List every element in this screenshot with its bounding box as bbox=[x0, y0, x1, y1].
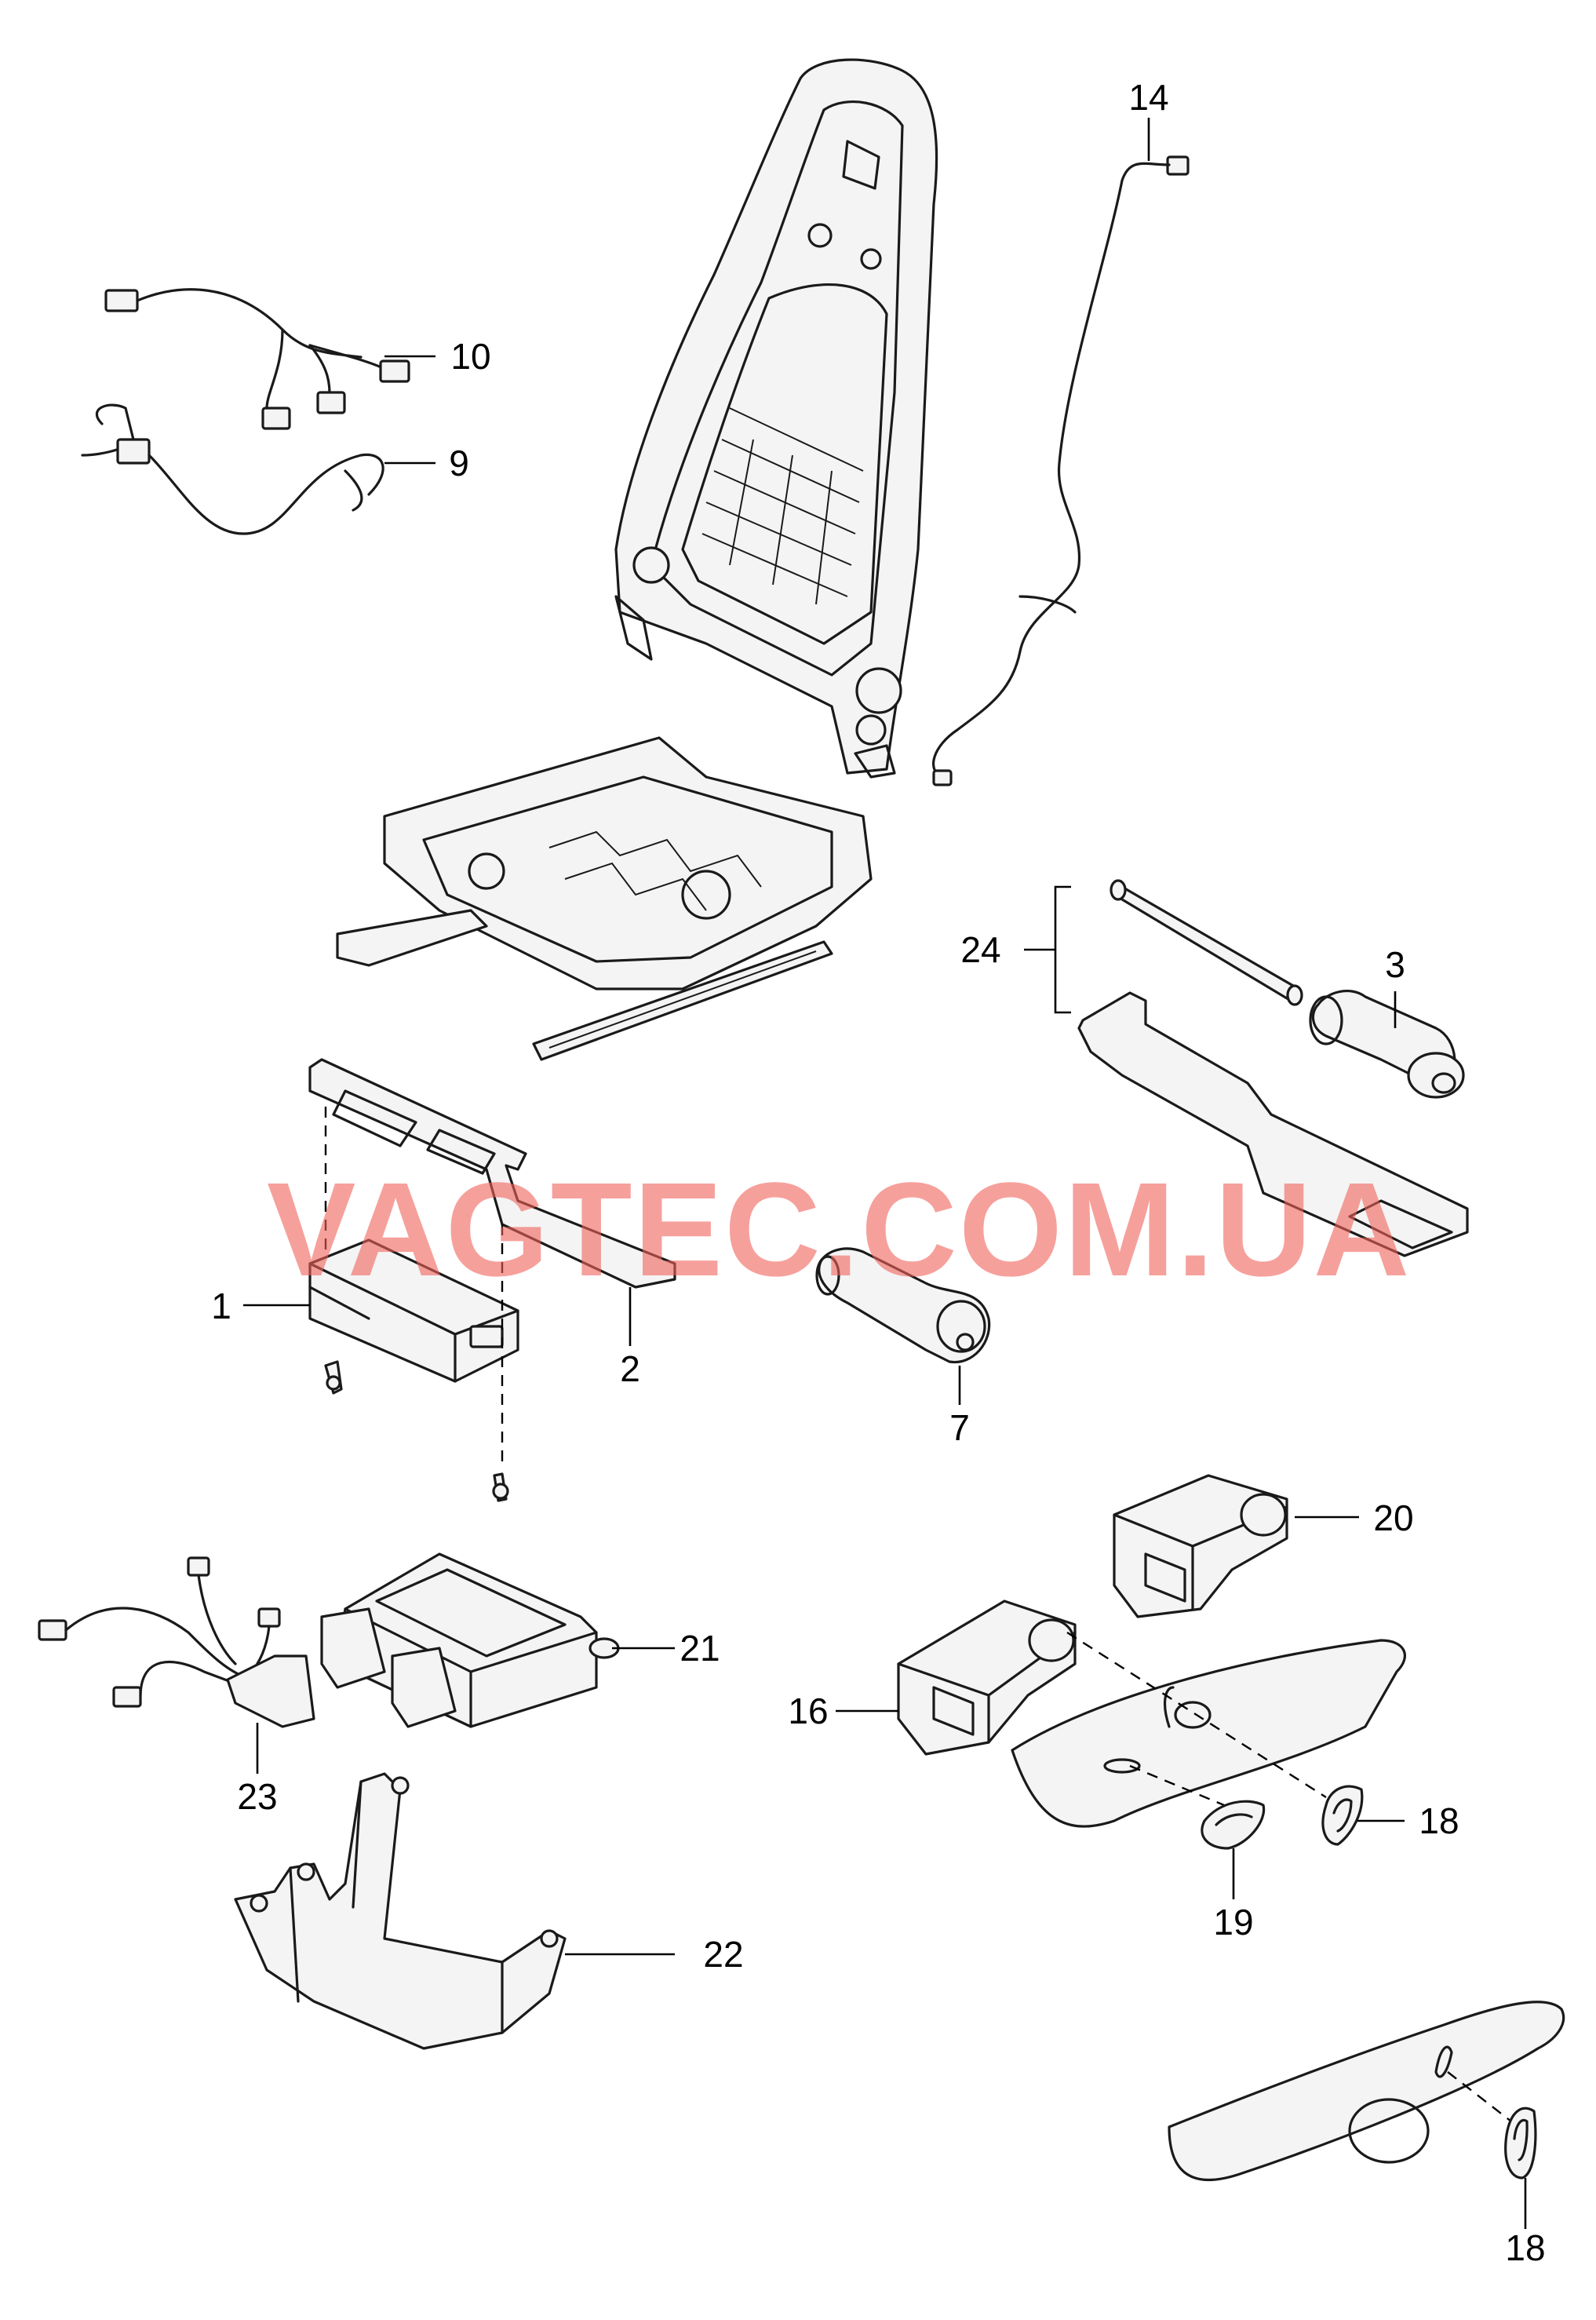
callout-22: 22 bbox=[703, 1934, 743, 1975]
watermark-text: VAGTEC.COM.UA bbox=[267, 1155, 1411, 1304]
callout-7: 7 bbox=[949, 1407, 970, 1448]
side-trim-panel-upper bbox=[1011, 1631, 1406, 1828]
side-trim-panel-lower bbox=[1168, 2001, 1565, 2182]
callout-18-upper: 18 bbox=[1419, 1800, 1459, 1841]
switch-16 bbox=[897, 1600, 1077, 1756]
seat-backrest-frame bbox=[614, 58, 938, 779]
callout-9: 9 bbox=[449, 443, 469, 483]
bezel-19 bbox=[1201, 1800, 1266, 1850]
wiring-harness-14 bbox=[932, 155, 1190, 786]
callout-19: 19 bbox=[1213, 1902, 1253, 1942]
callout-1: 1 bbox=[211, 1286, 231, 1326]
callout-3: 3 bbox=[1385, 944, 1405, 985]
motor-3 bbox=[1309, 989, 1465, 1099]
callout-16: 16 bbox=[788, 1691, 828, 1731]
shaft-and-bracket-24 bbox=[1077, 879, 1469, 1257]
callout-14: 14 bbox=[1128, 77, 1168, 118]
bezel-18-lower bbox=[1504, 2107, 1537, 2180]
bracket-22 bbox=[234, 1772, 567, 2050]
switch-20 bbox=[1113, 1474, 1288, 1618]
motor-7 bbox=[815, 1247, 991, 1364]
wiring-harness-10 bbox=[104, 288, 410, 430]
callout-21: 21 bbox=[680, 1628, 720, 1669]
wiring-harness-9 bbox=[81, 403, 384, 535]
control-unit-21 bbox=[320, 1552, 620, 1728]
callout-20: 20 bbox=[1373, 1497, 1413, 1538]
callout-10: 10 bbox=[450, 336, 490, 377]
callout-18-lower: 18 bbox=[1505, 2227, 1545, 2268]
bracket-2 bbox=[308, 1058, 676, 1289]
callout-24: 24 bbox=[960, 929, 1000, 970]
seat-cushion-frame bbox=[336, 736, 873, 1061]
callout-2: 2 bbox=[620, 1348, 640, 1389]
control-unit-1 bbox=[308, 1107, 519, 1502]
callout-23: 23 bbox=[237, 1776, 277, 1817]
leader-lines bbox=[243, 118, 1527, 2229]
bezel-18-upper bbox=[1321, 1785, 1364, 1846]
wiring-harness-23 bbox=[38, 1556, 315, 1728]
